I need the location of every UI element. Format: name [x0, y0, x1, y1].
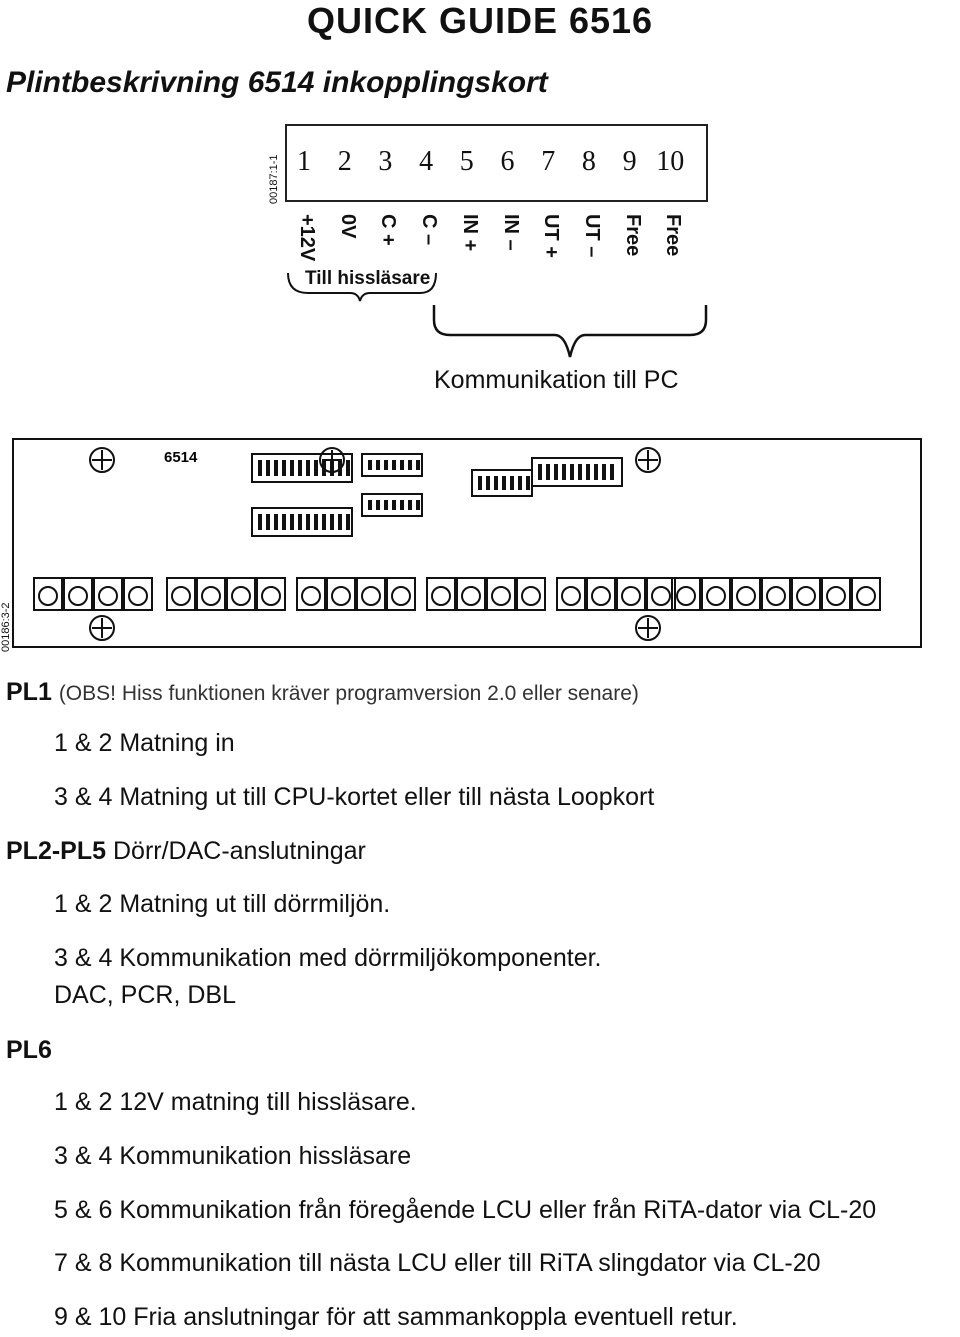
ic-chip [531, 457, 623, 487]
terminal-number: 10 [656, 146, 685, 177]
ic-chip [361, 493, 423, 517]
circuit-board-drawing: 6514 [12, 438, 922, 648]
terminal-signal-label: +12V [296, 214, 318, 262]
page-title: QUICK GUIDE 6516 [306, 0, 654, 41]
pl6-label: PL6 [6, 1036, 52, 1064]
pl2-item: DAC, PCR, DBL [54, 981, 236, 1009]
drawing-code-board: 00186:3-2 [0, 602, 12, 652]
pl1-label: PL1 [6, 678, 52, 706]
mounting-hole-icon [89, 447, 115, 473]
terminal-block [285, 124, 708, 202]
terminal-connectors [33, 577, 881, 611]
pl2-line: PL2-PL5 Dörr/DAC-anslutningar [6, 837, 366, 866]
terminal-number: 5 [459, 146, 474, 177]
page-subtitle: Plintbeskrivning 6514 inkopplingskort [6, 66, 548, 99]
mounting-hole-icon [89, 615, 115, 641]
terminal-connector [671, 577, 881, 611]
terminal-connector [426, 577, 546, 611]
pl1-note: (OBS! Hiss funktionen kräver programvers… [58, 682, 639, 705]
terminal-number: 7 [541, 146, 556, 177]
terminal-number: 1 [297, 146, 311, 177]
drawing-code-top: 00187:1-1 [268, 154, 280, 204]
terminal-number: 9 [622, 146, 637, 177]
pl2-text: Dörr/DAC-anslutningar [112, 837, 366, 865]
pl2-item: 1 & 2 Matning ut till dörrmiljön. [54, 890, 391, 918]
board-label: 6514 [164, 449, 198, 466]
terminal-connector [296, 577, 416, 611]
pl6-item: 3 & 4 Kommunikation hissläsare [54, 1142, 412, 1170]
pl2-label: PL2-PL5 [6, 837, 107, 865]
terminal-connector [33, 577, 153, 611]
ic-chips [251, 453, 623, 537]
pl6-item: 5 & 6 Kommunikation från föregående LCU … [54, 1196, 877, 1224]
pl6-item: 7 & 8 Kommunikation till nästa LCU eller… [54, 1249, 821, 1277]
pl1-line: PL1 (OBS! Hiss funktionen kräver program… [6, 678, 639, 707]
pl1-item: 3 & 4 Matning ut till CPU-kortet eller t… [54, 783, 655, 811]
terminal-number: 3 [378, 146, 393, 177]
pl6-item: 9 & 10 Fria anslutningar för att sammank… [54, 1303, 738, 1331]
ic-chip [251, 453, 353, 483]
reader-brace [287, 272, 437, 302]
terminal-signal-label: IN + [458, 214, 481, 252]
terminal-signal-label: 0V [336, 214, 359, 239]
reader-group-label: Till hissläsare [305, 268, 431, 289]
terminal-number: 2 [337, 146, 352, 177]
terminal-signal-label: Free [621, 214, 644, 257]
pl6-item: 1 & 2 12V matning till hissläsare. [54, 1088, 417, 1116]
mounting-hole-icon [635, 447, 661, 473]
pl2-item: 3 & 4 Kommunikation med dörrmiljökompone… [54, 944, 602, 972]
terminal-connector [556, 577, 676, 611]
terminal-number: 6 [500, 146, 515, 177]
terminal-connector [166, 577, 286, 611]
terminal-signal-label: UT + [540, 214, 563, 258]
terminal-signal-label: C + [377, 214, 400, 246]
pc-brace [432, 305, 708, 358]
terminal-signal-label: C – [418, 214, 441, 246]
mounting-hole-icon [635, 615, 661, 641]
board-outline [12, 438, 922, 648]
pl1-item: 1 & 2 Matning in [54, 729, 235, 757]
ic-chip [361, 453, 423, 477]
terminal-signal-label: UT – [580, 214, 603, 258]
terminal-number: 8 [581, 146, 596, 177]
group-braces [287, 272, 708, 358]
terminal-signal-label: Free [662, 214, 685, 257]
terminal-signal-label: IN – [499, 214, 522, 251]
pc-group-label: Kommunikation till PC [434, 366, 679, 394]
terminal-number: 4 [419, 146, 434, 177]
ic-chip [251, 507, 353, 537]
